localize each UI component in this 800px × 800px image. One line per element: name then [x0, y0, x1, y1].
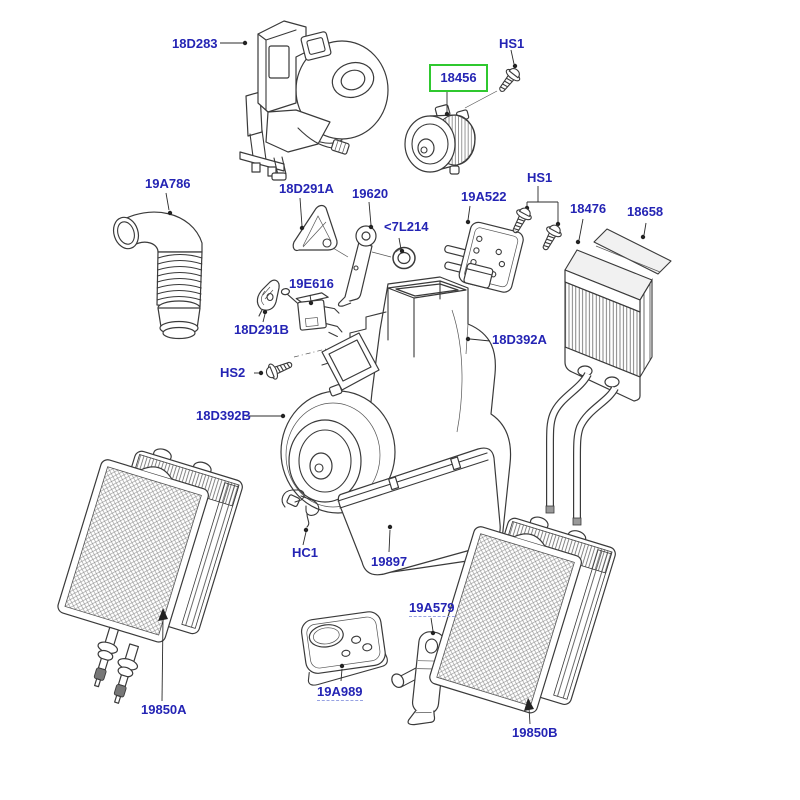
evaporator-right-art: [429, 516, 616, 714]
seal-strip-art: [593, 228, 672, 275]
part-label-19850A[interactable]: 19850A: [141, 702, 187, 717]
seal-18d291b-art: [256, 279, 280, 317]
blower-resistor-art: [444, 221, 524, 293]
part-label-HC1[interactable]: HC1: [292, 545, 319, 560]
evaporator-left-art: [57, 448, 243, 704]
part-label-18476[interactable]: 18476: [570, 201, 607, 216]
grommet-7l214-art: [392, 246, 416, 270]
leader-lines: [158, 40, 647, 725]
air-inlet-duct-art: [112, 211, 203, 340]
seal-18d291a-art: [292, 204, 338, 252]
part-label-19A989[interactable]: 19A989: [317, 684, 363, 701]
screw-hs2-art: [263, 356, 296, 383]
part-label-18D291A[interactable]: 18D291A: [279, 181, 334, 196]
part-label-19850B[interactable]: 19850B: [512, 725, 558, 740]
part-label-19A522[interactable]: 19A522: [461, 189, 507, 204]
highlight-box: 18456: [429, 64, 488, 92]
part-label-18D392A[interactable]: 18D392A: [492, 332, 547, 347]
part-label-19A786[interactable]: 19A786: [145, 176, 191, 191]
relay-module-art: [280, 288, 343, 338]
blower-motor-art: [404, 104, 476, 175]
clip-hc1-art: [281, 489, 320, 528]
alignment-line: [332, 247, 392, 258]
part-label-18D392B[interactable]: 18D392B: [196, 408, 251, 423]
part-label-18456[interactable]: 18456: [440, 70, 477, 85]
part-label-19E616[interactable]: 19E616: [289, 276, 334, 291]
part-label-18D283[interactable]: 18D283: [172, 36, 218, 51]
alignment-line: [464, 90, 498, 109]
part-label-18D291B[interactable]: 18D291B: [234, 322, 289, 337]
drain-tray-art: [300, 611, 388, 686]
part-label-19897[interactable]: 19897: [371, 554, 408, 569]
control-lever-art: [337, 225, 377, 307]
screw-hs1-top-art: [493, 64, 524, 97]
part-label-18658[interactable]: 18658: [627, 204, 664, 219]
heater-core-art: [545, 249, 653, 526]
part-label-7L214[interactable]: <7L214: [384, 219, 429, 234]
lower-housing-art: [337, 447, 501, 576]
part-label-HS2[interactable]: HS2: [220, 365, 246, 380]
blower-housing-assembly-art: [239, 20, 389, 181]
screws-hs1-pair-art: [506, 186, 565, 254]
part-label-19A579[interactable]: 19A579: [409, 600, 455, 617]
part-label-HS1-mid[interactable]: HS1: [527, 170, 553, 185]
part-label-HS1-top[interactable]: HS1: [499, 36, 525, 51]
part-label-19620[interactable]: 19620: [352, 186, 389, 201]
